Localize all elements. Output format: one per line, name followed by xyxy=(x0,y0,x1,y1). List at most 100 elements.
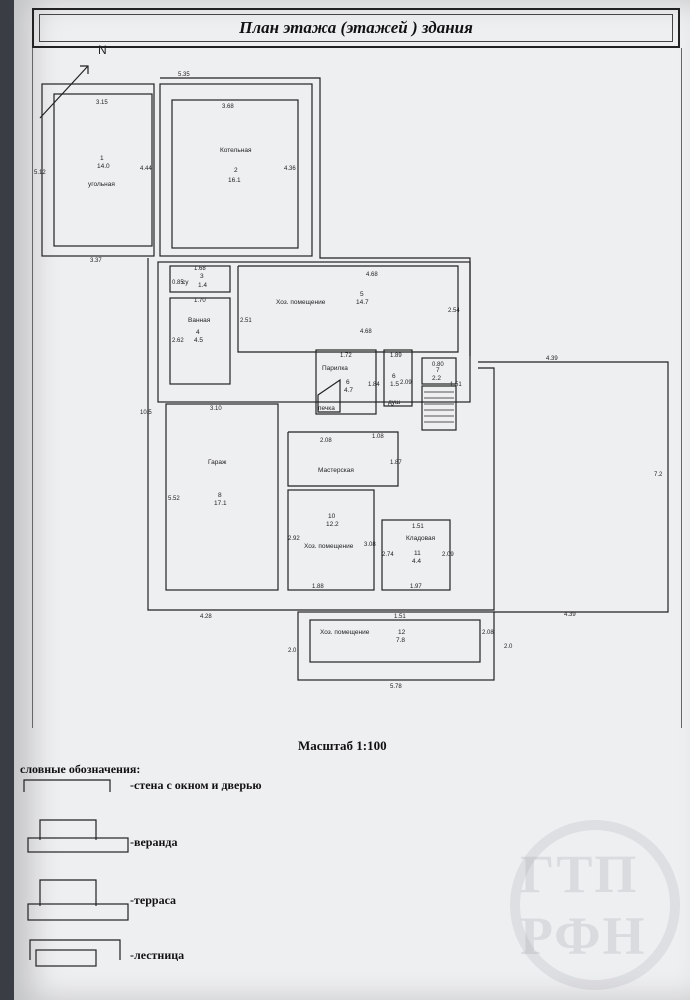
room-8-area: 17.1 xyxy=(214,500,227,507)
stove-shape xyxy=(317,378,341,413)
dim-label: 2.62 xyxy=(172,338,184,344)
room-12-number: 12 xyxy=(398,629,406,636)
dim-label: 2.0 xyxy=(504,644,513,650)
dim-label: 1.51 xyxy=(394,614,406,620)
dim-label: 1.84 xyxy=(368,382,380,388)
room-4-number: 4 xyxy=(196,329,200,336)
room-1-outer xyxy=(41,83,155,257)
room-3-area: 1.4 xyxy=(198,282,207,289)
middle-block xyxy=(157,261,471,403)
dim-label: 3.37 xyxy=(90,258,102,264)
room-12-name: Хоз. помещение xyxy=(320,629,370,636)
stairs xyxy=(421,385,457,431)
room-7-area: 2.2 xyxy=(432,375,441,382)
room-2-area: 16.1 xyxy=(228,177,241,184)
dim-label: 10.5 xyxy=(140,410,152,416)
room-5 xyxy=(237,265,459,353)
north-arrow-icon xyxy=(39,65,89,119)
dim-label: 2.08 xyxy=(320,438,332,444)
dim-label: 2.08 xyxy=(482,630,494,636)
room-5-name: Хоз. помещение xyxy=(276,299,326,306)
dim-label: 2.74 xyxy=(382,552,394,558)
workshop xyxy=(287,431,399,487)
room-11-number: 11 xyxy=(414,550,421,557)
scale-label: Масштаб 1:100 xyxy=(298,738,387,753)
room-4 xyxy=(169,297,231,385)
dim-label: 1.70 xyxy=(194,298,206,304)
stamp-text: ГТП РФН xyxy=(520,844,647,966)
legend-stairs-symbol xyxy=(29,939,121,960)
dim-label: 0.85 xyxy=(172,280,184,286)
legend-terrace-base xyxy=(27,903,129,921)
room-7-number: 7 xyxy=(436,367,440,374)
dim-label: 1.08 xyxy=(372,434,384,440)
room-8-garage xyxy=(165,403,279,591)
dim-label: 4.39 xyxy=(546,356,558,362)
dim-label: 2.09 xyxy=(400,380,412,386)
room-11-area: 4.4 xyxy=(412,558,421,565)
dim-label: 1.51 xyxy=(412,524,424,530)
room-6-area: 4.7 xyxy=(344,387,353,394)
dim-label: 1.68 xyxy=(194,266,206,272)
dim-label: 5.12 xyxy=(34,170,46,176)
room-5-number: 5 xyxy=(360,291,364,298)
dim-label: 4.36 xyxy=(284,166,296,172)
dim-label: 1.72 xyxy=(340,353,352,359)
stove-label: печка xyxy=(318,405,335,412)
room-2-name: Котельная xyxy=(220,147,252,154)
shower-name: душ xyxy=(388,399,400,406)
room-4-area: 4.5 xyxy=(194,337,203,344)
outer-wall-left xyxy=(147,258,495,611)
legend-terrace-symbol xyxy=(39,879,97,906)
room-1-area: 14.0 xyxy=(97,163,110,170)
dim-label: 5.78 xyxy=(390,684,402,690)
room-3-number: 3 xyxy=(200,273,204,280)
document-sheet: План этажа (этажей ) здания xyxy=(14,0,690,1000)
room-10-area: 12.2 xyxy=(326,521,339,528)
legend-veranda-symbol xyxy=(39,819,97,840)
room-1-number: 1 xyxy=(100,155,104,162)
room-5-area: 14.7 xyxy=(356,299,369,306)
room-2-inner xyxy=(171,99,299,249)
legend-item-veranda: -веранда xyxy=(130,835,178,849)
dim-label: 3.68 xyxy=(222,104,234,110)
outer-wall-top xyxy=(160,77,471,356)
room-3 xyxy=(169,265,231,293)
room-11-name: Кладовая xyxy=(406,535,436,542)
room-6-shower xyxy=(383,349,413,407)
shower-number: 6 xyxy=(392,373,396,380)
north-arrow-head-icon xyxy=(80,65,89,74)
dim-label: 4.68 xyxy=(360,329,372,335)
room-6-sauna xyxy=(315,349,377,415)
dim-label: 1.88 xyxy=(312,584,324,590)
drawing-frame xyxy=(32,48,682,728)
page-title: План этажа (этажей ) здания xyxy=(239,18,473,37)
dim-label: 2.09 xyxy=(442,552,454,558)
room-2-outer xyxy=(159,83,313,257)
legend-stairs-box xyxy=(35,949,97,967)
room-2-number: 2 xyxy=(234,167,238,174)
room-6-name: Парилка xyxy=(322,365,348,372)
legend-item-wall: -стена с окном и дверью xyxy=(130,778,262,792)
dim-label: 1.87 xyxy=(390,460,402,466)
room-1-inner xyxy=(53,93,153,247)
room-10-number: 10 xyxy=(328,513,336,520)
room-6-number: 6 xyxy=(346,379,350,386)
room-11 xyxy=(381,519,451,591)
dim-label: 4.44 xyxy=(140,166,152,172)
room-3-name: су xyxy=(182,279,189,286)
legend-item-stairs: -лестница xyxy=(130,948,185,962)
room-12-inner xyxy=(309,619,481,663)
dim-label: 3.08 xyxy=(364,542,376,548)
dim-label: 1.97 xyxy=(410,584,422,590)
dim-label: 3.15 xyxy=(96,100,108,106)
north-label: N xyxy=(98,43,107,57)
room-12-outer xyxy=(297,611,495,681)
room-12-area: 7.8 xyxy=(396,637,405,644)
dim-label: 4.39 xyxy=(564,612,576,618)
room-8-number: 8 xyxy=(218,492,222,499)
terrace-outline xyxy=(478,361,669,613)
dim-label: 4.28 xyxy=(200,614,212,620)
title-frame: План этажа (этажей ) здания xyxy=(32,8,680,48)
